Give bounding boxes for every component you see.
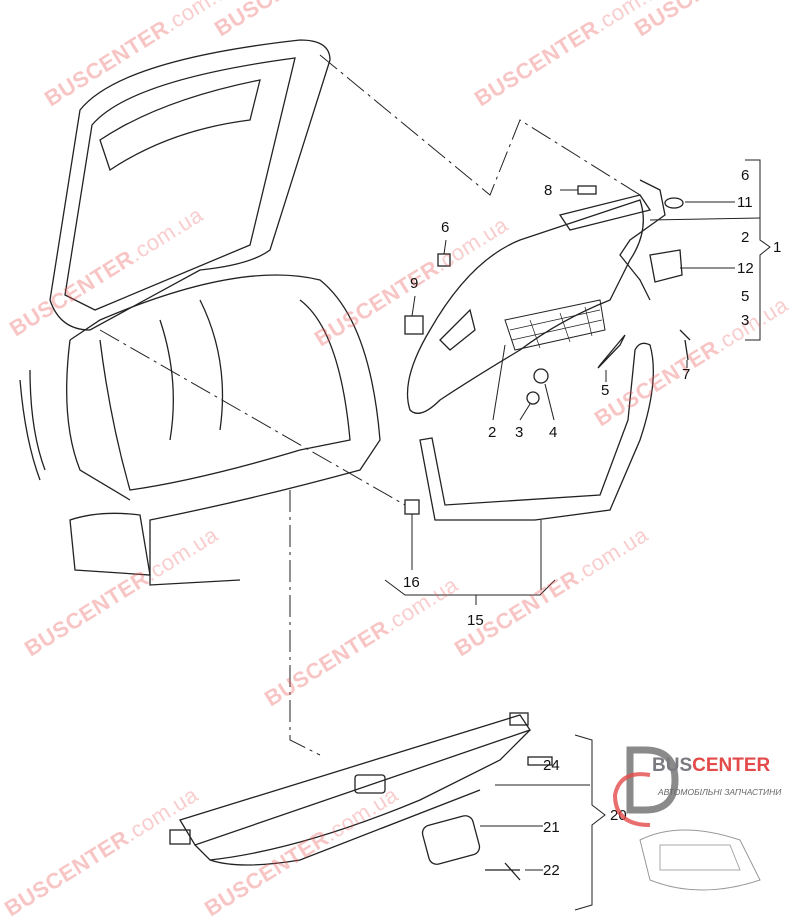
logo-tagline: АВТОМОБІЛЬНІ ЗАПЧАСТИНИ	[658, 787, 782, 797]
part-label: 8	[544, 182, 553, 199]
part-label: 1	[773, 239, 782, 256]
part-label: 11	[737, 194, 753, 211]
clip-8	[577, 185, 597, 195]
part-label: 3	[741, 312, 750, 329]
leader-lines	[384, 159, 771, 911]
tailgate-outline	[49, 39, 331, 331]
part-label: 16	[403, 574, 420, 591]
side-trim-panel	[406, 199, 644, 414]
cap-11	[664, 197, 684, 209]
part-label: 12	[737, 260, 754, 277]
part-label: 15	[467, 612, 484, 629]
clip-4	[533, 368, 549, 384]
part-label: 6	[441, 219, 450, 236]
logo-brand: BUSCENTER	[652, 755, 771, 776]
part-label: 7	[682, 366, 691, 383]
part-label: 22	[543, 862, 560, 879]
part-label: 2	[741, 229, 750, 246]
screw-7	[679, 329, 691, 361]
handle-21	[421, 815, 481, 865]
clip-24	[527, 756, 553, 766]
part-label: 5	[741, 288, 750, 305]
logo-mark	[612, 746, 761, 891]
part-label: 4	[549, 424, 558, 441]
part-label: 2	[488, 424, 497, 441]
part-label: 20	[610, 807, 627, 824]
clip-3	[526, 391, 540, 405]
opening-seal	[419, 342, 654, 521]
part-label: 21	[543, 819, 560, 836]
part-label: 6	[741, 167, 750, 184]
screw-22	[485, 862, 521, 881]
storage-net	[504, 299, 606, 351]
part-label: 24	[543, 757, 560, 774]
buscenter-logo: BUSCENTER АВТОМОБІЛЬНІ ЗАПЧАСТИНИ	[600, 730, 800, 920]
clip-9	[404, 315, 424, 335]
body-outline	[66, 274, 381, 586]
part-label: 3	[515, 424, 524, 441]
part-label: 9	[410, 275, 419, 292]
reference-lines	[99, 54, 641, 756]
part-label: 5	[601, 382, 610, 399]
clip-16	[404, 499, 420, 515]
hook-5	[597, 334, 626, 369]
